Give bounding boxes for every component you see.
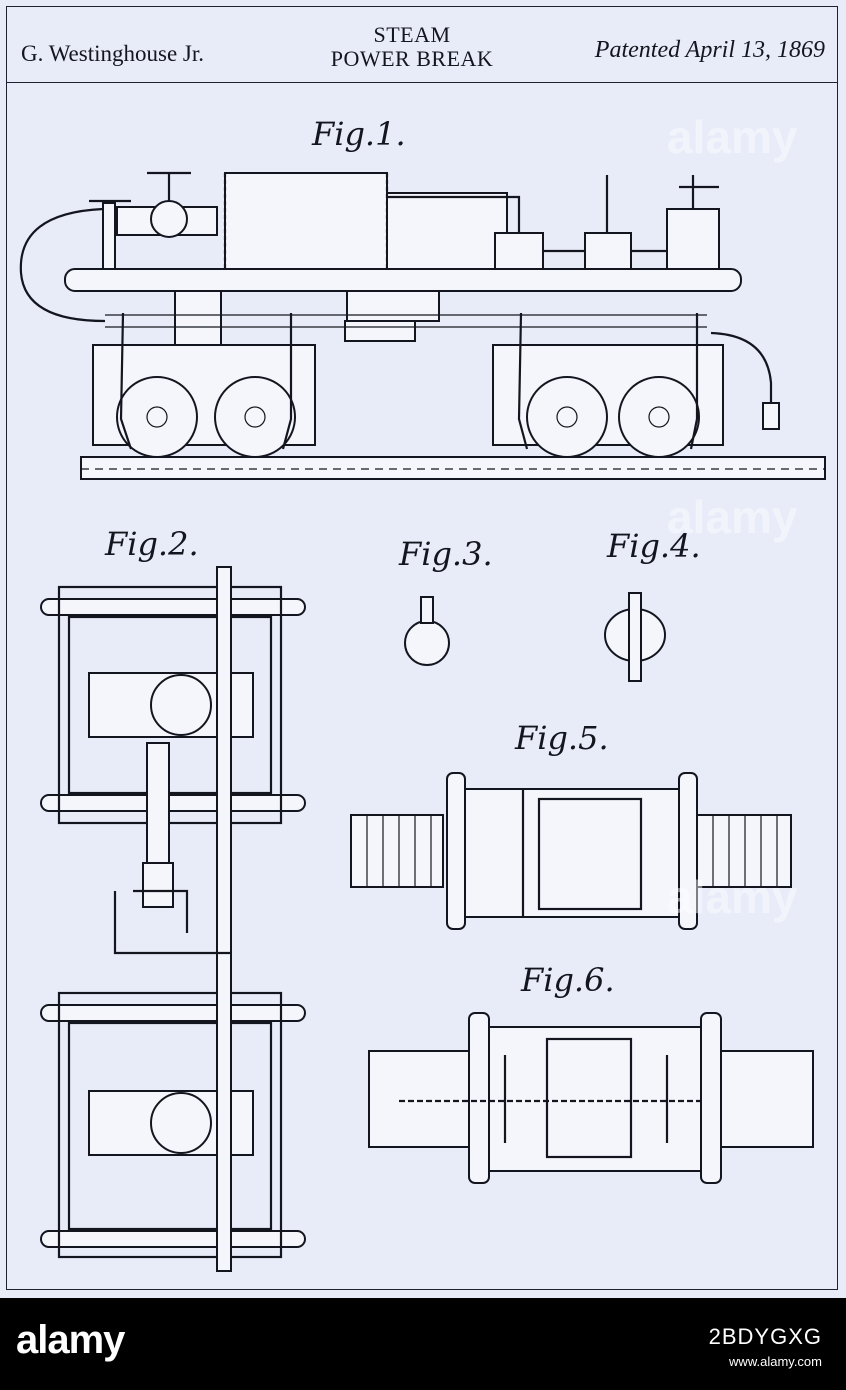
fig6-right-thread [721,1051,813,1147]
fig1-wheel-3 [527,377,607,457]
fig1-cylinder-c [585,233,631,269]
watermark-2: alamy [667,491,798,543]
patent-sheet: G. Westinghouse Jr. STEAM POWER BREAK Pa… [6,6,838,1290]
fig1-block-m [347,291,439,321]
fig1-drawing: Fig.1. [21,115,825,479]
fig1-label: Fig.1. [311,115,406,153]
watermark-3: alamy [667,871,798,923]
fig5-label: Fig.5. [514,719,609,757]
fig1-cylinder-a [667,209,719,269]
fig1-cylinder-extension [387,193,507,269]
fig6-body [489,1027,701,1171]
fig4-drawing: Fig.4. [605,527,701,681]
patent-title: STEAM POWER BREAK [277,23,547,71]
fig1-valve-h [151,201,187,237]
fig1-cylinder-o [495,233,543,269]
fig1-hose-left [21,209,105,321]
fig5-left-thread [351,815,443,887]
title-line-2: POWER BREAK [277,47,547,71]
fig1-main-beam [65,269,741,291]
patent-drawing: Fig.1. [7,83,839,1289]
fig1-wheel-4 [619,377,699,457]
fig2-rod-i [217,567,231,1271]
fig6-left-thread [369,1051,469,1147]
inventor-name: G. Westinghouse Jr. [21,41,204,67]
image-id: 2BDYGXG [709,1324,822,1350]
title-line-1: STEAM [277,23,547,47]
fig2-axle-lower [151,1093,211,1153]
footer-bar: alamy 2BDYGXG www.alamy.com [0,1298,846,1390]
patent-header: G. Westinghouse Jr. STEAM POWER BREAK Pa… [7,7,837,83]
fig2-axle-upper [151,675,211,735]
footer-url: www.alamy.com [729,1354,822,1369]
fig6-label: Fig.6. [520,961,615,999]
fig5-body [465,789,679,917]
fig2-drawing: Fig.2. [41,525,305,1271]
fig2-label: Fig.2. [104,525,199,563]
fig3-section [405,621,449,665]
footer-logo: alamy [16,1318,124,1363]
fig3-drawing: Fig.3. [398,535,493,665]
fig3-label: Fig.3. [398,535,493,573]
patent-date: Patented April 13, 1869 [595,37,825,64]
watermark-1: alamy [667,111,798,163]
fig6-drawing: Fig.6. [369,961,813,1183]
fig1-rail [81,457,825,479]
fig1-cylinder-d [225,173,387,269]
